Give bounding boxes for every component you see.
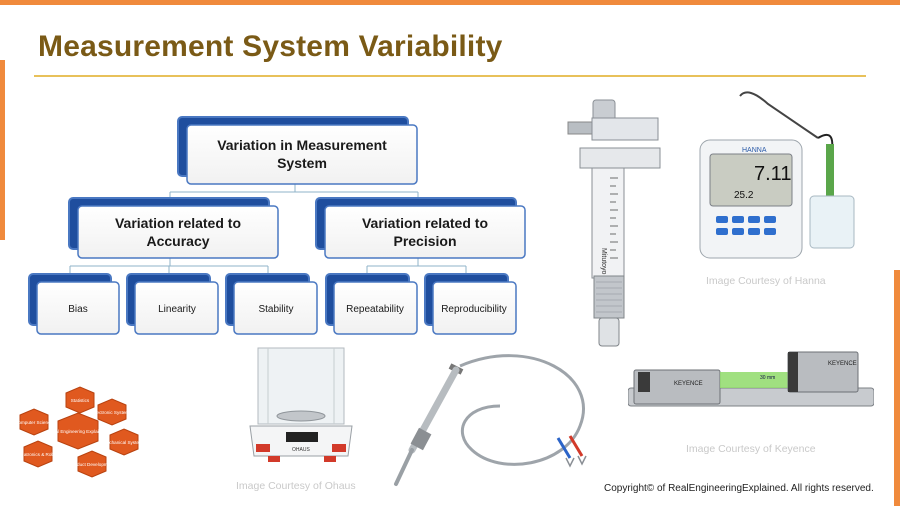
copyright-notice: Copyright© of RealEngineeringExplained. … [604,483,874,494]
micrometer-sleeve [591,167,625,279]
node-precision: Variation related to Precision [315,197,526,259]
balance-foot-right [324,456,336,462]
leaf-repeatability-label: Repeatability [346,304,404,315]
logo-text-statistics: Statistics [71,398,90,403]
ph-meter-subreading: 25.2 [734,190,754,201]
real-engineering-hex-logo: Statistics Computer Science Electronic S… [13,386,146,478]
top-accent-bar [0,0,900,5]
balance-brand: OHAUS [292,447,310,453]
logo-text-mechatronics: Mechatronics & Robotics [13,452,65,457]
leaf-bias-front [36,281,120,335]
node-root: Variation in Measurement System [177,116,418,185]
leaf-stability-label: Stability [258,304,293,315]
micrometer-lower-frame [579,147,661,169]
micrometer-scale-ticks [610,177,618,259]
slide-title: Measurement System Variability [38,30,503,63]
leaf-repeatability: Repeatability [325,273,418,335]
micrometer-upper-frame [591,117,659,141]
rail-sensor-right [787,351,859,393]
logo-hex-computer-science [19,408,49,436]
micrometer-thimble [593,275,625,319]
thermocouple-photo [394,354,587,486]
leaf-reproducibility-label: Reproducibility [441,304,507,315]
thermocouple-tip [394,448,414,486]
leaf-linearity: Linearity [126,273,219,335]
laser-rail-photo: KEYENCE 30 mm KEYENCE [628,351,874,407]
ph-meter-keypad [716,216,776,235]
leaf-reproducibility-front [432,281,517,335]
logo-hex-product-development [77,450,107,478]
rail-distance-label: 30 mm [760,375,775,381]
leaf-reproducibility: Reproducibility [424,273,517,335]
thermocouple-cable [459,354,585,466]
ph-meter-display [709,153,793,207]
ph-meter-beaker [809,195,855,249]
balance-pan [276,410,326,422]
logo-hex-statistics [65,386,95,414]
rail-laser-beam [720,372,792,388]
logo-hex-mechanical-systems [109,428,139,456]
leaf-linearity-front [134,281,219,335]
leaf-repeatability-front [333,281,418,335]
caption-keyence: Image Courtesy of Keyence [686,443,816,455]
leaf-stability-front [233,281,318,335]
node-root-line2: System [277,155,327,171]
micrometer-jaw-left [567,121,593,135]
node-accuracy-front [77,205,279,259]
node-accuracy: Variation related to Accuracy [68,197,279,259]
logo-text-mechanical-systems: Mechanical Systems [103,440,146,445]
leaf-bias-label: Bias [68,304,87,315]
micrometer-thimble-knurl [596,281,622,313]
rail-brand-left: KEYENCE [674,381,703,387]
thermocouple-lead-red [568,435,584,457]
logo-hex-electronic-systems [97,398,127,426]
node-accuracy-line1: Variation related to [115,215,241,231]
ph-meter-photo: HANNA 7.11 25.2 [699,91,855,259]
ph-meter-brand: HANNA [742,147,767,154]
leaf-bias: Bias [28,273,120,335]
logo-hex-real-engineering [57,412,99,450]
logo-text-product-development: Product Development [70,462,115,467]
logo-hex-mechatronics [23,440,53,468]
balance-foot-left [268,456,280,462]
ph-meter-arm [739,91,819,139]
diagram-connectors [69,184,467,274]
balance-scale-photo: OHAUS [249,347,353,462]
ph-meter-probe [826,144,834,204]
title-underline [34,75,866,77]
node-precision-front [324,205,526,259]
node-precision-line2: Precision [393,233,456,249]
caption-ohaus: Image Courtesy of Ohaus [236,480,356,492]
thermocouple-lead-blue [556,437,572,459]
leaf-stability: Stability [225,273,318,335]
thermocouple-terminal-1 [565,457,575,468]
balance-corner-accent-right [332,444,346,452]
thermocouple-terminal-2 [577,455,587,466]
node-root-front [186,124,418,185]
logo-text-real-engineering: Real Engineering Explained [50,429,107,434]
caption-hanna: Image Courtesy of Hanna [706,275,826,287]
ph-meter-reading: 7.11 [754,163,791,185]
thermocouple-fitting [410,427,432,451]
micrometer-ratchet [598,317,620,347]
left-accent-bar [0,60,5,240]
node-precision-line1: Variation related to [362,215,488,231]
logo-text-electronic-systems: Electronic Systems [92,410,132,415]
balance-display [286,432,318,442]
rail-brand-right: KEYENCE [828,361,857,367]
balance-corner-accent-left [256,444,270,452]
micrometer-brand-label: Mitutoyo [600,248,607,275]
micrometer-photo: Mitutoyo [567,99,661,347]
right-accent-bar [894,270,900,506]
node-accuracy-line2: Accuracy [146,233,209,249]
leaf-linearity-label: Linearity [158,304,196,315]
logo-text-computer-science: Computer Science [15,420,53,425]
rail-sensor-left-lens [638,372,650,392]
rail-sensor-right-face [788,352,798,392]
node-root-line1: Variation in Measurement [217,137,387,153]
